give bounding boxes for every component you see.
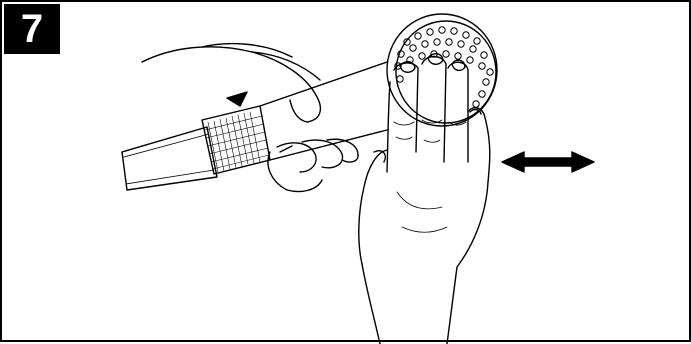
double-arrow-icon	[502, 152, 594, 172]
hand-shower-handle-icon	[122, 62, 387, 190]
right-hand-rubbing-icon	[359, 54, 490, 344]
left-hand-gripping-icon	[142, 44, 358, 192]
